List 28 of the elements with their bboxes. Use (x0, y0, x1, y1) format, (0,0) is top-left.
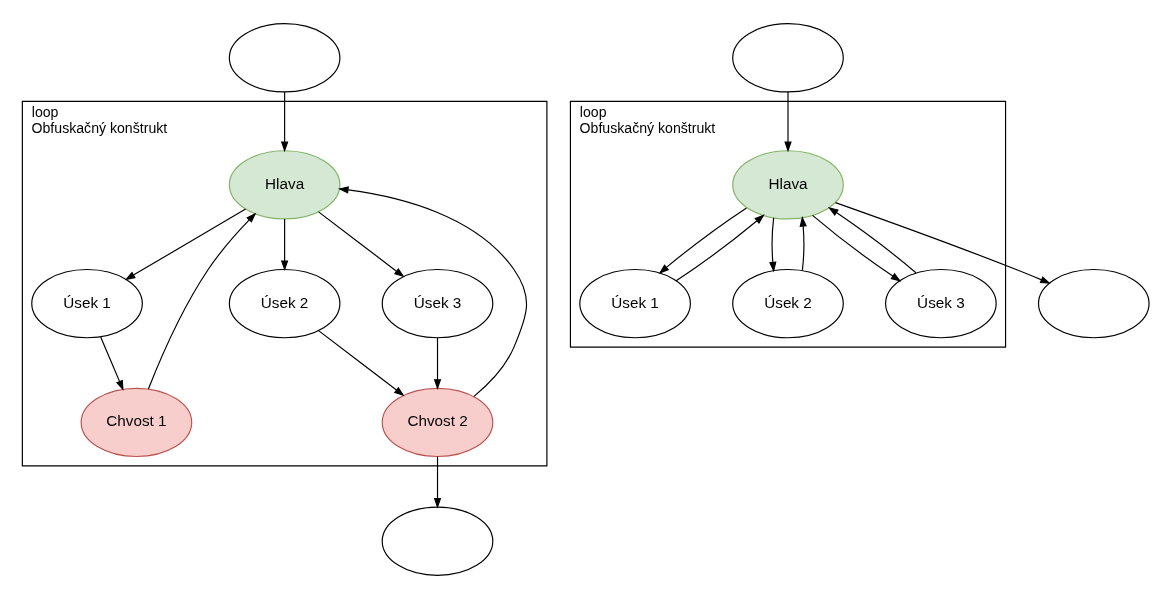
arrow (433, 456, 442, 509)
node-ellipse (381, 506, 494, 576)
node-ellipse: Chvost 1 (80, 387, 193, 458)
node-ellipse (732, 23, 844, 93)
arrow (280, 91, 289, 153)
arrow (834, 202, 1051, 284)
arrow (147, 212, 257, 390)
arrow (317, 330, 405, 397)
arrow (658, 207, 748, 274)
arrow (769, 217, 777, 273)
arrow (100, 336, 124, 391)
node-ellipse: Hlava (732, 150, 844, 220)
arrow (433, 337, 442, 390)
node-ellipse: Úsek 2 (732, 268, 844, 339)
node-ellipse: Hlava (228, 150, 341, 220)
arrow (828, 206, 917, 274)
node-ellipse: Úsek 3 (885, 268, 997, 339)
arrow (675, 214, 765, 282)
node-ellipse: Úsek 2 (228, 268, 341, 339)
node-ellipse: Úsek 1 (579, 268, 691, 339)
arrow (317, 211, 405, 278)
arrow (812, 214, 902, 282)
node-ellipse (228, 23, 341, 93)
arrow (124, 208, 247, 281)
arrow (784, 91, 792, 153)
arrow (338, 186, 528, 397)
arrow (799, 216, 807, 272)
arrow (280, 218, 289, 272)
